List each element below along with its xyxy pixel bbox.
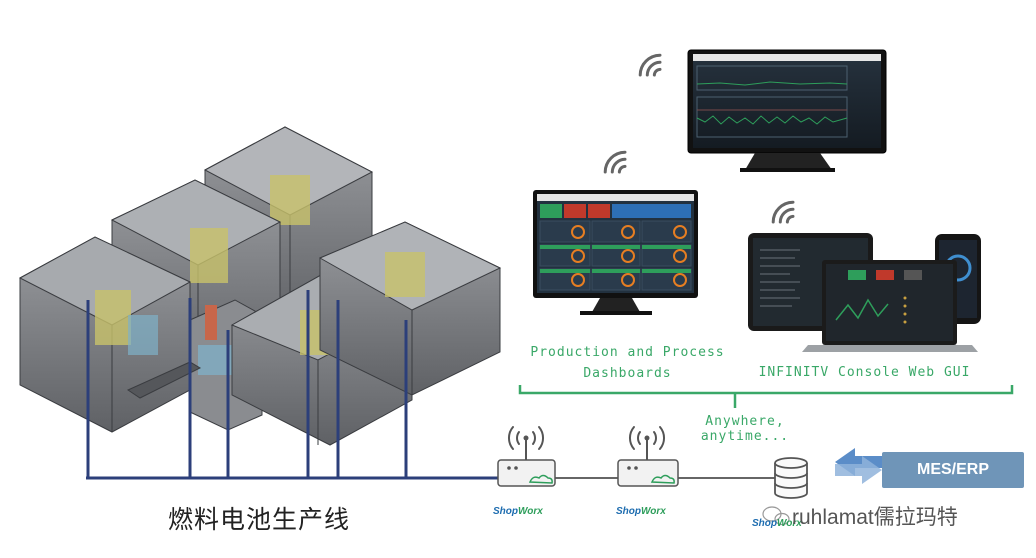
logo-prefix: Shop <box>616 506 641 517</box>
network-cables <box>86 290 775 480</box>
production-dashboard-monitor <box>533 190 698 315</box>
logo-suffix: Worx <box>641 506 666 517</box>
trend-monitor <box>687 49 887 172</box>
access-bracket <box>518 385 1014 408</box>
infinitv-devices <box>748 233 981 352</box>
logo-prefix: Shop <box>493 506 518 517</box>
shopworx-logo: ShopWorx <box>616 506 666 517</box>
shopworx-logo: ShopWorx <box>752 518 802 529</box>
wifi-icon <box>603 150 627 174</box>
logo-suffix: Worx <box>777 518 802 529</box>
production-dashboards-label: Production and Process Dashboards <box>530 342 725 384</box>
production-label-line1: Production and Process <box>530 345 725 360</box>
wechat-icon <box>762 506 790 526</box>
wifi-icon <box>771 200 795 224</box>
cloud-icon <box>528 474 675 484</box>
production-line-machines <box>18 126 502 446</box>
anywhere-anytime-label: Anywhere, anytime... <box>700 414 790 444</box>
machine-unit <box>318 221 502 396</box>
bidirectional-arrow-icon <box>835 448 882 484</box>
shopworx-logo: ShopWorx <box>493 506 543 517</box>
mes-erp-box: MES/ERP <box>882 452 1024 488</box>
watermark: ruhlamat儒拉玛特 <box>792 506 958 529</box>
logo-suffix: Worx <box>518 506 543 517</box>
infinitv-console-label: INFINITV Console Web GUI <box>758 365 971 380</box>
router-icon <box>497 426 556 487</box>
fuel-cell-line-label: 燃料电池生产线 <box>168 505 351 534</box>
router-icon <box>617 426 679 487</box>
production-label-line2: Dashboards <box>583 366 672 381</box>
logo-prefix: Shop <box>752 518 777 529</box>
wifi-icon <box>638 53 662 77</box>
database-icon <box>774 457 808 499</box>
